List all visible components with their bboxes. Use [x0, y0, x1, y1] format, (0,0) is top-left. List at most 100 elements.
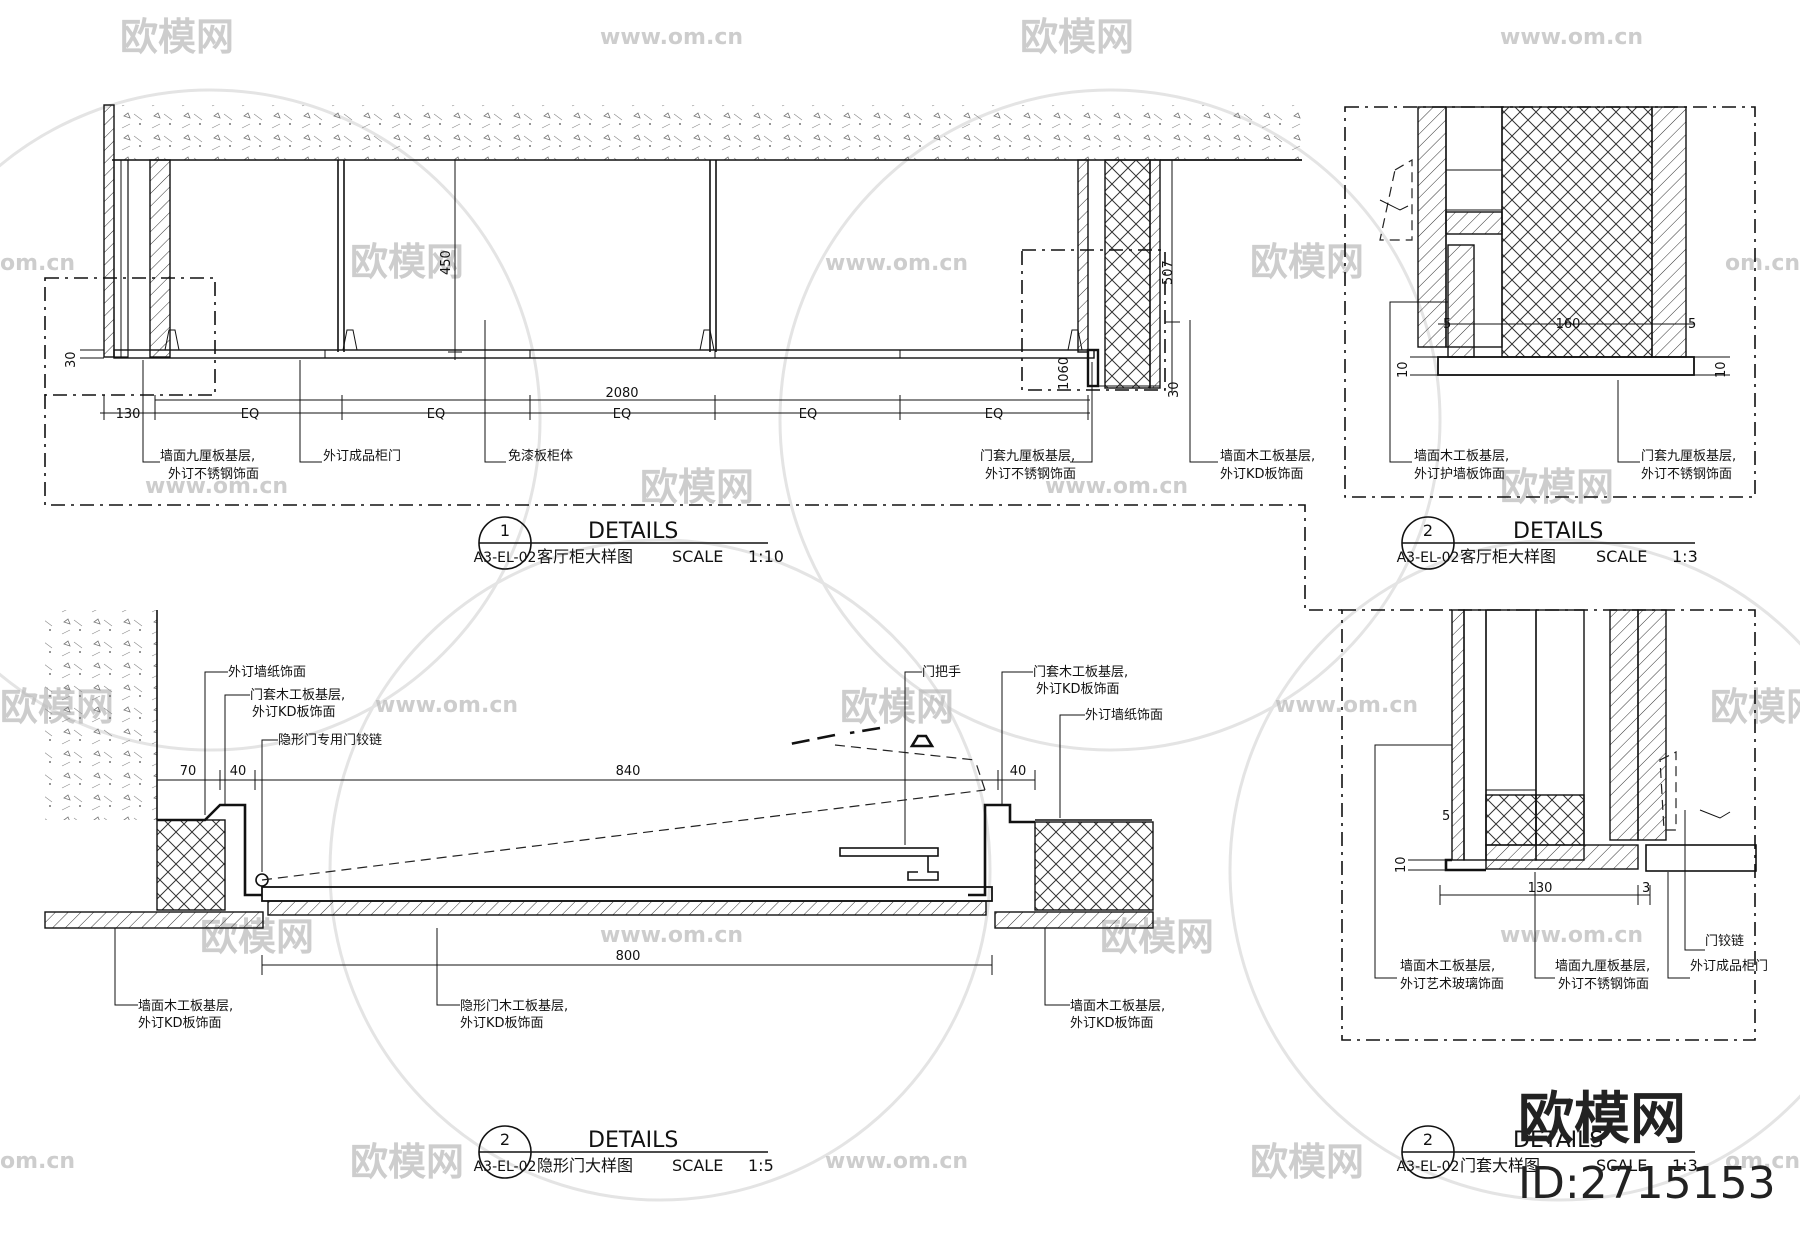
note-frame-wood-right-2: 外订KD板饰面: [1036, 682, 1120, 697]
dim-30b: 30: [1167, 381, 1182, 398]
scale-label: SCALE: [1596, 1156, 1647, 1175]
scale-label: SCALE: [672, 547, 723, 566]
note-hinge: 门铰链: [1705, 934, 1744, 949]
detail-number: 2: [1423, 521, 1433, 540]
detail-2a-cabinet-closeup: 160 5 5 10 10 墙面木工板基层, 外订护墙板饰面 门套九厘板基层, …: [1344, 106, 1756, 570]
floor-right: [994, 911, 1154, 929]
note-wall-board: 墙面九厘板基层,: [160, 449, 255, 464]
note-hidden-door-2: 外订KD板饰面: [460, 1016, 544, 1031]
detail-heading: DETAILS: [588, 519, 678, 544]
dim-30: 30: [64, 351, 79, 368]
note-frame-wood-right: 门套木工板基层,: [1033, 664, 1128, 680]
dim-eq: EQ: [427, 407, 445, 422]
detail-1-living-cabinet: 450 507 1060 30 30 2080 130 EQ EQ EQ EQ …: [44, 104, 1342, 611]
dim-130: 130: [116, 407, 141, 422]
watermark-brand: 欧模网: [1250, 1140, 1364, 1184]
detail-heading: DETAILS: [1513, 519, 1603, 544]
scale-value: 1:3: [1672, 547, 1698, 566]
note-wall-wood-2: 外订KD板饰面: [1220, 467, 1304, 482]
callout-leader-dash: [44, 395, 1342, 611]
floor-left: [44, 911, 264, 929]
dim-eq: EQ: [799, 407, 817, 422]
watermark-url: www.om.cn: [600, 25, 743, 50]
callout-frame-right: [1021, 249, 1166, 391]
detail-number: 2: [500, 1130, 510, 1149]
watermark-brand: 欧模网: [350, 240, 464, 284]
note-wall-board-2: 外订不锈钢饰面: [168, 467, 259, 482]
watermark-brand: 欧模网: [1250, 240, 1364, 284]
dim-507: 507: [1161, 260, 1176, 285]
dim-130: 130: [1528, 881, 1553, 896]
note-wall-wood: 墙面木工板基层,: [1400, 959, 1495, 974]
watermark-brand: 欧模网: [120, 15, 234, 59]
note-door-frame-2: 外订不锈钢饰面: [1641, 467, 1732, 482]
dim-800: 800: [616, 949, 641, 964]
watermark-url: om.cn: [1725, 251, 1800, 276]
dim-eq: EQ: [985, 407, 1003, 422]
watermark-brand: 欧模网: [840, 685, 954, 729]
note-cabinet-body: 免漆板柜体: [508, 448, 573, 464]
detail-number: 2: [1423, 1130, 1433, 1149]
left-wall: [103, 104, 115, 358]
note-wall-wood-2: 外订艺术玻璃饰面: [1400, 977, 1504, 992]
detail-name: 客厅柜大样图: [1460, 547, 1556, 566]
dim-840: 840: [616, 764, 641, 779]
dim-2080: 2080: [605, 386, 638, 401]
watermark-layer: 欧模网 欧模网 www.om.cn www.om.cn 欧模网 欧模网 www.…: [0, 15, 1800, 1202]
note-wall-board: 墙面九厘板基层,: [1555, 959, 1650, 974]
watermark-url: www.om.cn: [1500, 923, 1643, 948]
scale-label: SCALE: [1596, 547, 1647, 566]
note-wallpaper-right: 外订墙纸饰面: [1085, 708, 1163, 723]
brand-logo: 欧模网: [1518, 1087, 1686, 1152]
note-frame-wood: 门套木工板基层,: [250, 687, 345, 703]
note-cabinet-door: 外订成品柜门: [323, 449, 401, 464]
detail-ref: A3-EL-02: [474, 1159, 537, 1175]
note-hidden-door: 隐形门木工板基层,: [460, 999, 568, 1014]
detail-heading: DETAILS: [588, 1128, 678, 1153]
dim-1060: 1060: [1057, 357, 1072, 390]
dim-10: 10: [1714, 361, 1729, 378]
note-frame-wood-2: 外订KD板饰面: [252, 705, 336, 720]
watermark-brand: 欧模网: [1020, 15, 1134, 59]
dim-10: 10: [1394, 856, 1409, 873]
detail-heading: DETAILS: [1513, 1128, 1603, 1153]
dim-40: 40: [1010, 764, 1027, 779]
dim-5: 5: [1442, 809, 1450, 824]
note-door: 外订成品柜门: [1690, 959, 1768, 974]
scale-value: 1:5: [748, 1156, 774, 1175]
note-wall-board-2: 外订不锈钢饰面: [1558, 977, 1649, 992]
detail-number: 1: [500, 521, 510, 540]
detail-frame: [1341, 609, 1756, 1041]
dim-eq: EQ: [241, 407, 259, 422]
note-handle: 门把手: [922, 665, 961, 680]
detail-ref: A3-EL-02: [1397, 550, 1460, 566]
watermark-url: www.om.cn: [145, 474, 288, 499]
dim-10: 10: [1396, 361, 1411, 378]
scale-label: SCALE: [672, 1156, 723, 1175]
dim-5: 5: [1688, 317, 1696, 332]
note-hinge: 隐形门专用门铰链: [278, 733, 382, 748]
note-wall-wood-left-2: 外订KD板饰面: [138, 1016, 222, 1031]
note-wall-wood-right: 墙面木工板基层,: [1070, 999, 1165, 1014]
cabinet-panel: [1501, 106, 1653, 358]
watermark-url: www.om.cn: [825, 251, 968, 276]
detail-ref: A3-EL-02: [1397, 1159, 1460, 1175]
scale-value: 1:3: [1672, 1156, 1698, 1175]
watermark-url: om.cn: [0, 1149, 75, 1174]
callout-frame-left: [44, 277, 216, 396]
note-wall-wood-left: 墙面木工板基层,: [138, 999, 233, 1014]
dim-70: 70: [180, 764, 197, 779]
watermark-url: www.om.cn: [1500, 25, 1643, 50]
watermark-brand: 欧模网: [1500, 465, 1614, 509]
dim-40: 40: [230, 764, 247, 779]
brand-id: ID:2715153: [1518, 1158, 1776, 1209]
brand-block: 欧模网 ID:2715153: [1518, 1087, 1776, 1209]
scale-value: 1:10: [748, 547, 784, 566]
note-wallpaper-left: 外订墙纸饰面: [228, 665, 306, 680]
door-handle-icon: [839, 847, 939, 857]
dim-160: 160: [1556, 317, 1581, 332]
watermark-url: om.cn: [0, 251, 75, 276]
watermark-url: www.om.cn: [375, 693, 518, 718]
watermark-url: www.om.cn: [825, 1149, 968, 1174]
dim-5: 5: [1443, 317, 1451, 332]
